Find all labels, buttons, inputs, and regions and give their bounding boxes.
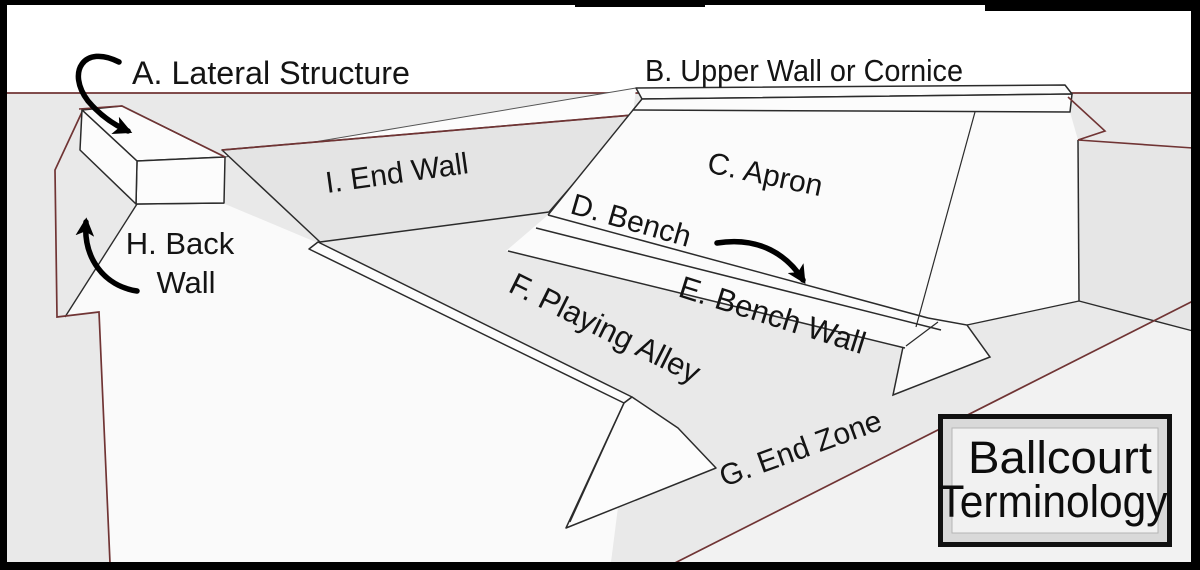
end-zone-edge [660, 300, 1194, 570]
label-upper-wall: B. Upper Wall or Cornice [645, 53, 963, 88]
bench-end-cap [891, 317, 992, 397]
cornice-front-face [632, 93, 1073, 113]
bench-wall-arrow [714, 238, 806, 284]
label-back-wall-line1: H. Back [126, 226, 235, 261]
frame-top-right-thick [985, 0, 1200, 11]
frame-bottom [0, 562, 1200, 570]
title-line2: Terminology [939, 476, 1168, 527]
left-range-back-slope [65, 204, 632, 570]
label-back-wall-line2: Wall [156, 265, 215, 300]
title-line1: Ballcourt [968, 432, 1153, 483]
frame-right [1191, 0, 1200, 570]
frame-top-mid-thick [575, 0, 705, 7]
lateral-structure-side [79, 109, 138, 205]
left-bench-end-edge [569, 402, 625, 523]
back-wall-edge [64, 203, 138, 318]
back-wall-arrow [75, 217, 140, 294]
apron-ground-edge [966, 300, 1080, 326]
left-bench-end-cap [565, 396, 717, 529]
bench-end-cap-edge [905, 321, 939, 347]
label-lateral-structure: A. Lateral Structure [132, 55, 410, 91]
title-box-panel [951, 427, 1159, 534]
bench-arris-edge [535, 227, 942, 331]
bench-wall-base-edge [507, 250, 906, 349]
right-notch-edge [1067, 96, 1107, 141]
right-outer-wall [1078, 140, 1193, 331]
lateral-structure-end [135, 156, 226, 205]
lateral-structure-arrow [75, 53, 133, 134]
bench-back-edge [547, 214, 929, 319]
right-outer-wall-edge [1077, 139, 1080, 302]
frame-left [0, 0, 7, 570]
right-outer-wall-top [1077, 139, 1194, 149]
right-outer-wall-base [1078, 300, 1194, 332]
title-box: Ballcourt Terminology [938, 414, 1172, 547]
apron-left-edge [547, 109, 634, 216]
apron-corner-edge [915, 111, 976, 328]
left-silhouette-edge [54, 111, 111, 564]
end-wall-top-edge [221, 114, 634, 151]
